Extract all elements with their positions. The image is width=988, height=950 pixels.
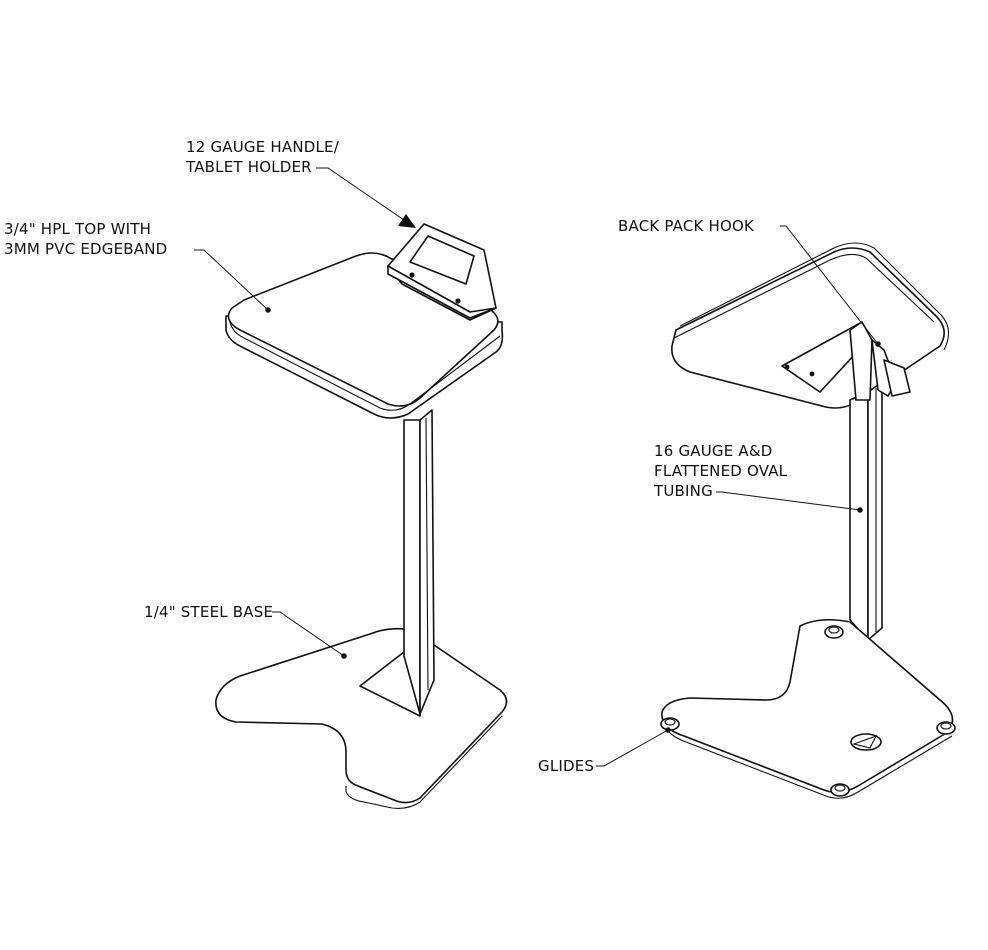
callout-handle-line-1: 12 GAUGE HANDLE/ bbox=[186, 138, 339, 156]
callout-top-line-2: 3MM PVC EDGEBAND bbox=[4, 240, 168, 258]
callout-base-line-1: 1/4" STEEL BASE bbox=[144, 603, 274, 621]
right-back-pack-hook bbox=[781, 321, 911, 401]
callout-steel-base: 1/4" STEEL BASE bbox=[144, 602, 273, 622]
right-column bbox=[849, 381, 883, 641]
callout-hpl-top: 3/4" HPL TOP WITH 3MM PVC EDGEBAND bbox=[4, 219, 167, 259]
left-view-stand bbox=[215, 223, 508, 809]
left-column bbox=[403, 409, 435, 715]
callout-tubing-line-3: TUBING bbox=[654, 482, 713, 500]
callout-top-line-1: 3/4" HPL TOP WITH bbox=[4, 220, 152, 238]
callout-handle-tablet-holder: 12 GAUGE HANDLE/ TABLET HOLDER bbox=[186, 137, 339, 177]
left-base-plate bbox=[215, 627, 508, 809]
callout-tubing-line-1: 16 GAUGE A&D bbox=[654, 442, 773, 460]
callout-handle-line-2: TABLET HOLDER bbox=[186, 158, 312, 176]
right-view-stand bbox=[660, 242, 956, 799]
right-base-plate bbox=[660, 618, 956, 799]
left-handle-tablet-holder bbox=[387, 223, 497, 321]
leader-lines bbox=[194, 167, 881, 767]
callout-back-pack-hook: BACK PACK HOOK bbox=[618, 216, 754, 236]
callout-glides: GLIDES bbox=[538, 756, 594, 776]
callout-glides-line-1: GLIDES bbox=[538, 757, 595, 775]
callout-tubing-line-2: FLATTENED OVAL bbox=[654, 462, 788, 480]
callout-hook-line-1: BACK PACK HOOK bbox=[618, 217, 755, 235]
callout-oval-tubing: 16 GAUGE A&D FLATTENED OVAL TUBING bbox=[654, 441, 787, 501]
